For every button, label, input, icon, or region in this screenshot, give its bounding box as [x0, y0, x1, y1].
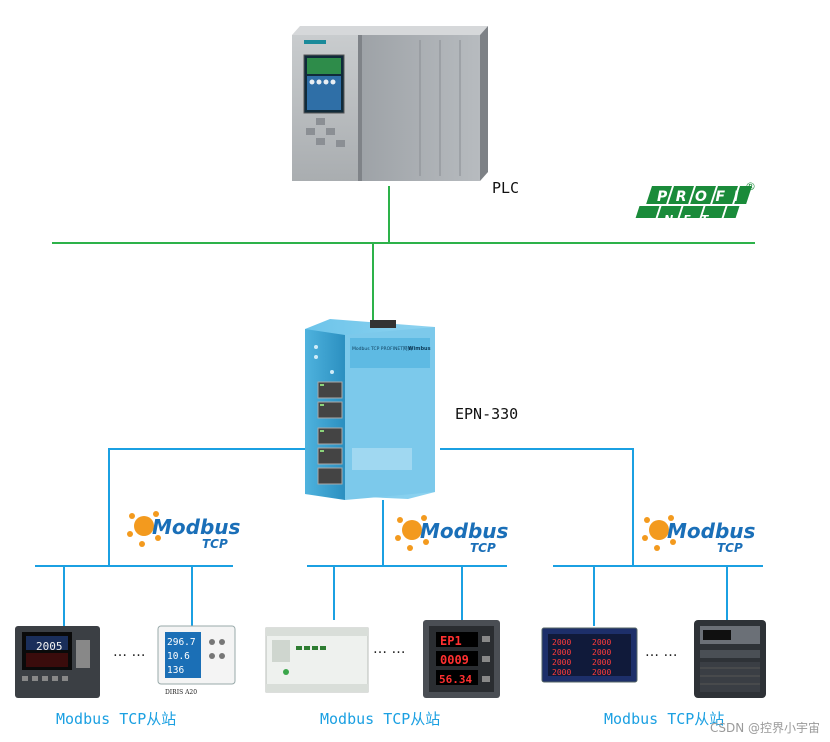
profinet-logo-bottom: NET [664, 213, 718, 226]
modbus-logo-right: Modbus TCP [642, 515, 756, 555]
meter3-value-3: 56.34 [439, 673, 472, 686]
plc-device [292, 26, 488, 181]
meter1-value: 2005 [36, 640, 63, 653]
meter4-value: 2000 [552, 668, 571, 677]
plc-label: PLC [492, 179, 519, 197]
meter4-value: 2000 [592, 648, 611, 657]
gateway-brand-text: Wimbus [408, 346, 431, 352]
modbus-logo-sub: TCP [202, 537, 228, 551]
modbus-logo-word: Modbus [420, 519, 509, 543]
gateway-label: EPN-330 [455, 405, 518, 423]
meter2-value-3: 136 [167, 665, 184, 676]
meter4-value: 2000 [592, 668, 611, 677]
gateway-leds [314, 345, 334, 374]
modbus-logo-word: Modbus [152, 515, 241, 539]
modbus-branch-right [440, 448, 634, 566]
modbus-logo-left: Modbus TCP [127, 511, 241, 551]
modbus-logo-word: Modbus [667, 519, 756, 543]
slave-device-plc-io [265, 627, 369, 693]
slave-device-power-meter: 296.7 10.6 136 DIRIS A20 [157, 625, 236, 696]
modbus-branch-left [108, 448, 305, 566]
profinet-logo-top: PROFI [657, 189, 747, 205]
watermark: CSDN @控界小宇宙 [709, 721, 820, 735]
meter4-value: 2000 [552, 658, 571, 667]
meter4-value: 2000 [592, 638, 611, 647]
meter4-value: 2000 [552, 648, 571, 657]
meter3-value-2: 0009 [440, 653, 469, 667]
plc-keypad [306, 118, 345, 147]
modbus-network-lines [35, 448, 763, 626]
dots-right: … … [645, 644, 677, 660]
meter2-value-2: 10.6 [167, 651, 190, 662]
gateway-ethernet-ports [317, 381, 343, 485]
meter4-value: 2000 [552, 638, 571, 647]
modbus-logo-sub: TCP [470, 541, 496, 555]
profinet-logo: PROFI NET ® [635, 180, 756, 226]
dots-middle: … … [373, 641, 405, 657]
gateway-side-text: Modbus TCP PROFINET网关 [352, 345, 413, 352]
modbus-logo-sub: TCP [717, 541, 743, 555]
slave-device-inverter [694, 620, 766, 698]
slave-device-multi-channel-meter: 2000 2000 2000 2000 2000 2000 2000 2000 [541, 627, 638, 683]
profinet-logo-mark: ® [745, 180, 756, 193]
dots-left: … … [113, 644, 145, 660]
slave-device-recorder: 2005 [15, 626, 100, 698]
gateway-device: Modbus TCP PROFINET网关 Wimbus [305, 319, 435, 500]
slave-label-middle: Modbus TCP从站 [320, 710, 441, 728]
meter2-brand: DIRIS A20 [165, 689, 197, 696]
meter4-value: 2000 [592, 658, 611, 667]
meter3-value-1: EP1 [440, 634, 462, 648]
slave-label-left: Modbus TCP从站 [56, 710, 177, 728]
slave-label-right: Modbus TCP从站 [604, 710, 725, 728]
modbus-logo-middle: Modbus TCP [395, 515, 509, 555]
profinet-network-lines [52, 186, 755, 326]
meter2-value-1: 296.7 [167, 637, 196, 648]
slave-device-multimeter: EP1 0009 56.34 [423, 620, 500, 698]
